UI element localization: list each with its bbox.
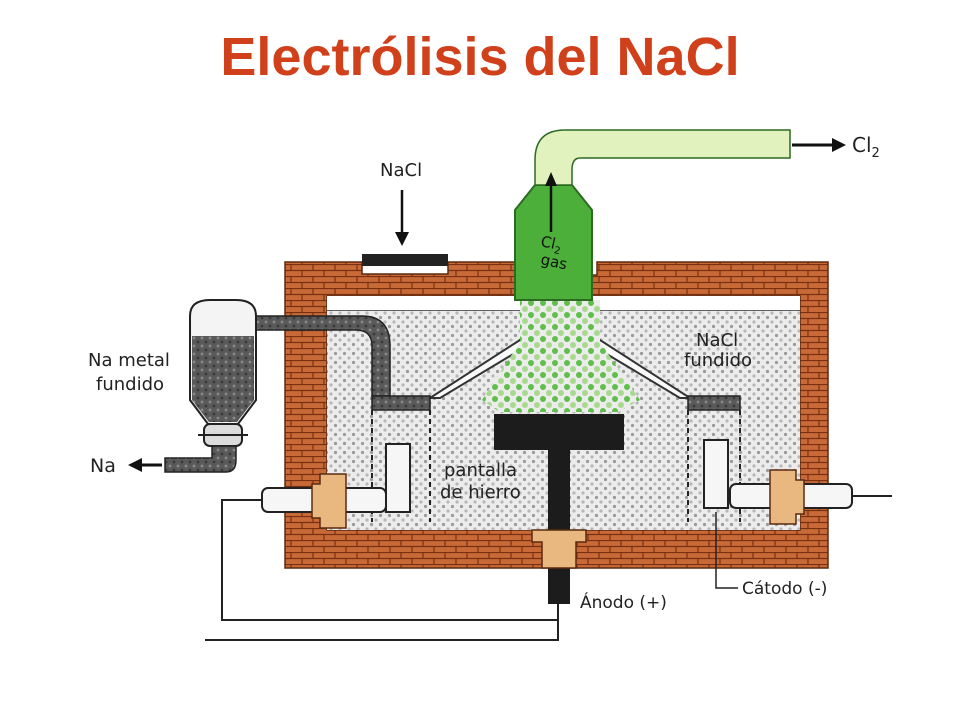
- label-cathode: Cátodo (-): [742, 579, 827, 599]
- cathode-right-insulator: [769, 469, 805, 525]
- anode-insulator: [531, 529, 587, 569]
- cl2-bubbles: [482, 300, 640, 412]
- label-nacl-feed: NaCl: [380, 160, 422, 181]
- label-nacl-molten: NaCl: [696, 330, 738, 351]
- label-iron-screen-2: de hierro: [440, 482, 521, 503]
- label-cl2-gas-2: gas: [539, 250, 569, 273]
- page-title: Electrólisis del NaCl: [220, 27, 740, 87]
- gas-up-arrowhead: [545, 172, 557, 186]
- na-outlet-pipe: [164, 445, 237, 473]
- label-na-out: Na: [90, 455, 116, 477]
- feed-lid: [362, 254, 448, 266]
- label-na-metal-2: fundido: [96, 374, 164, 395]
- cl2-outlet-pipe: [534, 129, 791, 186]
- label-cl2-gas: Cl2: [539, 232, 564, 257]
- na-reservoir-liquid: [192, 336, 254, 422]
- label-cl2-out: Cl2: [852, 133, 880, 161]
- label-nacl-molten-2: fundido: [684, 350, 752, 371]
- cathode-left-insulator: [311, 473, 347, 529]
- cathode-right-plate: [703, 439, 729, 509]
- cathode-label-leader: [715, 512, 738, 589]
- na-outlet-arrowhead: [128, 458, 142, 472]
- nacl-feed-arrowhead: [395, 232, 409, 246]
- wire-anode: [205, 604, 559, 641]
- cl2-outlet-arrowhead: [832, 138, 846, 152]
- na-collector-ring: [371, 395, 431, 411]
- label-na-metal: Na metal: [88, 350, 170, 371]
- label-anode: Ánodo (+): [580, 591, 667, 613]
- na-collector-ring-right: [687, 395, 741, 411]
- anode-top: [494, 414, 624, 450]
- anode-stem: [548, 450, 570, 604]
- cathode-left-plate: [385, 443, 411, 513]
- label-iron-screen: pantalla: [444, 460, 517, 481]
